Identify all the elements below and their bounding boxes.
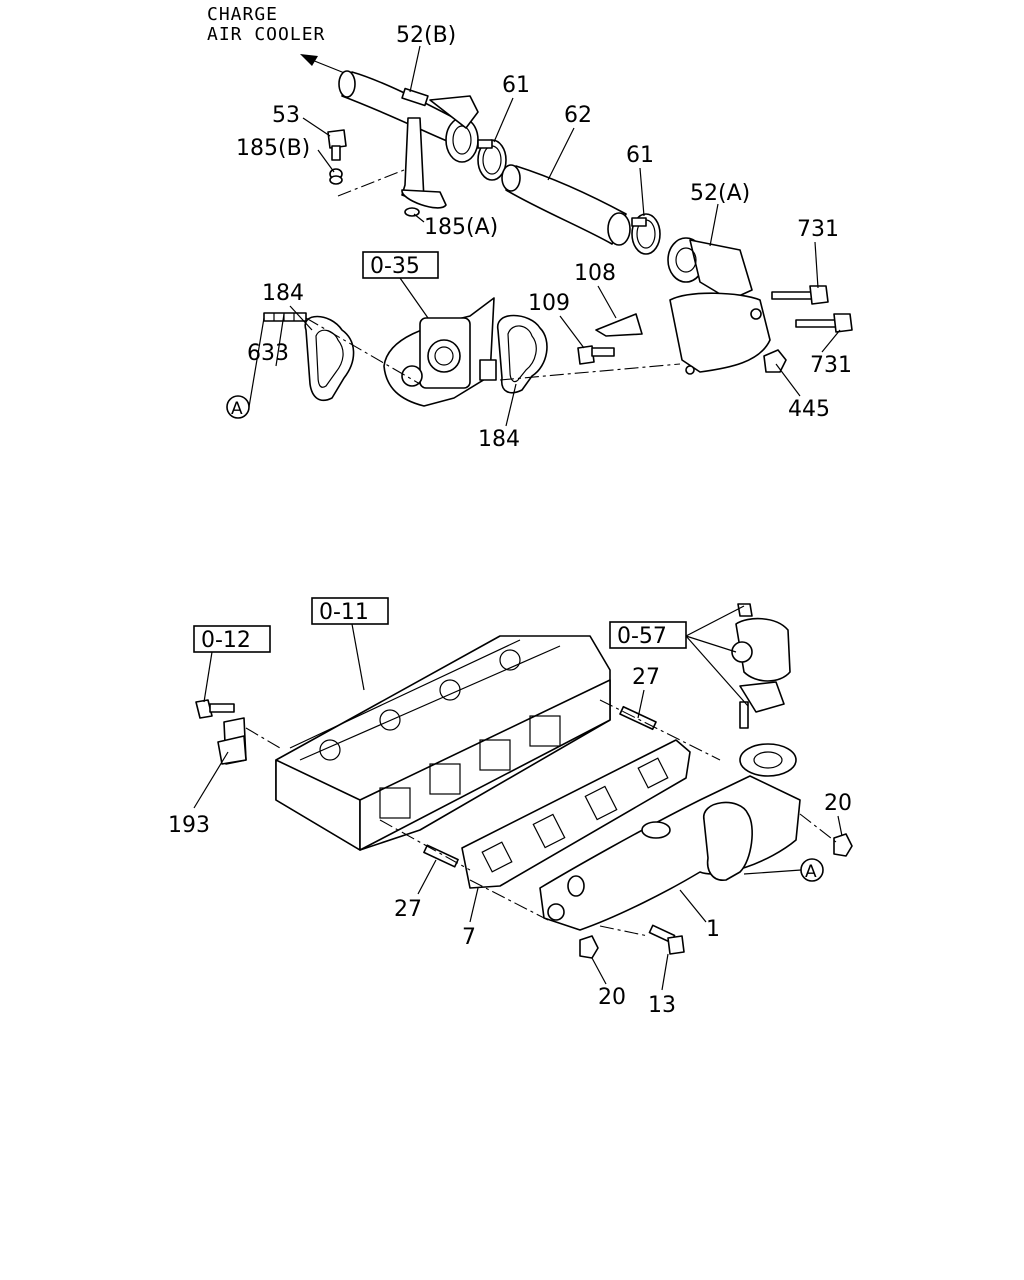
alignment-line-egr [305, 317, 681, 385]
callout-109: 109 [528, 291, 570, 316]
part-stud-633 [263, 312, 307, 322]
callout-20-right: 20 [824, 791, 852, 816]
callout-7: 7 [462, 925, 476, 950]
alignment-lines-manifold [379, 699, 837, 937]
part-stud-27-lower [423, 844, 459, 868]
part-clamp-61-left [477, 139, 507, 181]
charge-note-line1: CHARGE [207, 4, 278, 25]
svg-text:0-35: 0-35 [370, 254, 420, 279]
part-bolt-731-upper [771, 285, 829, 305]
part-bracket-108 [595, 313, 643, 337]
charge-note-line2: AIR COOLER [207, 24, 325, 45]
ref-box-0-57: 0-57 [609, 605, 749, 707]
callout-61-left: 61 [502, 73, 530, 98]
reference-mark-a-top: A [226, 317, 265, 419]
ref-box-0-35: 0-35 [362, 251, 439, 319]
svg-text:0-11: 0-11 [319, 600, 369, 625]
callout-193: 193 [168, 813, 210, 838]
part-washer-185b [329, 168, 343, 185]
part-bolt-731-lower [795, 313, 853, 333]
svg-text:0-57: 0-57 [617, 624, 667, 649]
ref-box-0-11: 0-11 [311, 597, 389, 691]
svg-text:0-12: 0-12 [201, 628, 251, 653]
part-gasket-184-right [497, 314, 548, 394]
alignment-line-193 [245, 727, 281, 749]
part-exhaust-manifold-1 [539, 743, 801, 931]
part-clamp-61-right [631, 213, 661, 255]
part-cylinder-head [275, 635, 611, 851]
callout-1: 1 [706, 917, 720, 942]
part-nut-20-right [833, 833, 853, 857]
callout-185a: 185(A) [424, 215, 498, 240]
part-bolt-53 [327, 129, 347, 161]
part-bolt-109 [577, 345, 615, 365]
callout-731-upper: 731 [797, 217, 839, 242]
callout-185b: 185(B) [236, 136, 310, 161]
part-oring-185a [404, 207, 420, 217]
alignment-line-53 [337, 169, 405, 197]
callout-108: 108 [574, 261, 616, 286]
callout-633: 633 [247, 341, 289, 366]
part-egr-cooler [731, 603, 791, 729]
charge-air-cooler-note: CHARGE AIR COOLER [207, 4, 353, 77]
callout-184-left: 184 [262, 281, 304, 306]
svg-text:A: A [231, 399, 243, 419]
callout-52b: 52(B) [396, 23, 456, 48]
callout-13: 13 [648, 993, 676, 1018]
charge-arrow-head-icon [300, 54, 318, 66]
callout-27-upper: 27 [632, 665, 660, 690]
part-bolt-13 [648, 924, 685, 955]
callout-61-right: 61 [626, 143, 654, 168]
ref-box-0-12: 0-12 [193, 625, 271, 703]
part-hose-62 [501, 164, 631, 246]
callout-731-lower: 731 [810, 353, 852, 378]
callout-445: 445 [788, 397, 830, 422]
part-egr-valve-body [383, 297, 497, 407]
part-thermostat-housing-52a [667, 237, 771, 375]
callout-184-right: 184 [478, 427, 520, 452]
part-gasket-184-left [304, 315, 355, 402]
part-exhaust-gasket-7 [461, 739, 691, 889]
callout-53: 53 [272, 103, 300, 128]
callout-52a: 52(A) [690, 181, 750, 206]
svg-text:A: A [805, 862, 817, 882]
callout-20-left: 20 [598, 985, 626, 1010]
callout-27-lower: 27 [394, 897, 422, 922]
part-nut-445 [763, 349, 787, 373]
part-bracket-193 [195, 699, 247, 765]
part-nut-20-left [579, 935, 599, 959]
callout-62: 62 [564, 103, 592, 128]
reference-mark-a-bottom: A [743, 858, 824, 882]
part-water-pipe-52b [338, 70, 479, 209]
